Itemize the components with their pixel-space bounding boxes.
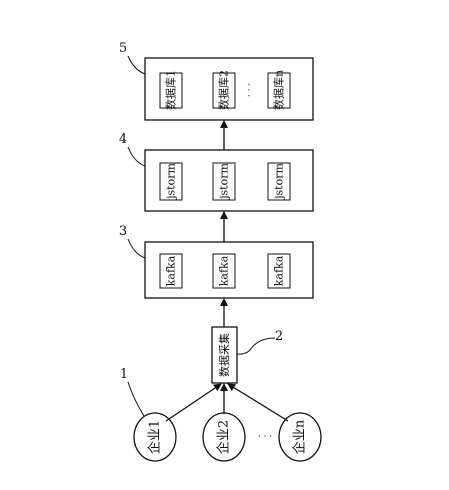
- enterprise-n-node: [278, 412, 322, 462]
- kafka-3-box: [267, 253, 291, 289]
- kafka-1-box: [159, 253, 183, 289]
- ref-leader-1: [127, 381, 145, 417]
- kafka-3-label: kafka: [273, 255, 286, 286]
- database-ellipsis: · · ·: [245, 83, 255, 97]
- ref-numeral-4: 4: [119, 132, 127, 147]
- kafka-2-label: kafka: [218, 255, 231, 286]
- jstorm-3-label: jstorm: [273, 163, 286, 201]
- database-2-label: 数据库2: [217, 70, 231, 110]
- ref-leader-3: [127, 238, 146, 259]
- collector-label: 数据采集: [217, 333, 231, 377]
- ref-leader-5: [127, 55, 146, 75]
- database-n-label: 数据库n: [272, 70, 286, 110]
- enterprise-1-label: 企业1: [147, 420, 163, 454]
- ref-numeral-5: 5: [119, 41, 127, 56]
- enterprise-1-node: [133, 412, 177, 462]
- enterprise-2-node: [202, 412, 246, 462]
- database-layer-box: [144, 57, 314, 121]
- jstorm-3-box: [267, 162, 291, 201]
- jstorm-2-label: jstorm: [218, 163, 231, 201]
- jstorm-1-box: [159, 162, 183, 201]
- arrow-enterprise-n-to-collector: [227, 383, 289, 422]
- arrow-enterprise-1-to-collector: [165, 383, 222, 422]
- enterprise-2-label: 企业2: [216, 420, 232, 454]
- database-1-label: 数据库1: [164, 70, 178, 110]
- enterprise-n-label: 企业n: [292, 419, 308, 454]
- ref-numeral-3: 3: [119, 224, 127, 239]
- kafka-layer-box: [144, 241, 314, 299]
- database-1-box: [159, 72, 183, 109]
- ref-leader-4: [127, 146, 146, 167]
- jstorm-1-label: jstorm: [165, 163, 178, 201]
- database-2-box: [212, 72, 236, 109]
- database-n-box: [267, 72, 291, 109]
- ref-leader-2: [236, 337, 276, 355]
- kafka-1-label: kafka: [165, 255, 178, 286]
- jstorm-2-box: [212, 162, 236, 201]
- ref-numeral-2: 2: [275, 329, 283, 344]
- enterprise-ellipsis: · · ·: [258, 432, 272, 442]
- jstorm-layer-box: [144, 149, 314, 212]
- ref-numeral-1: 1: [120, 367, 128, 382]
- kafka-2-box: [212, 253, 236, 289]
